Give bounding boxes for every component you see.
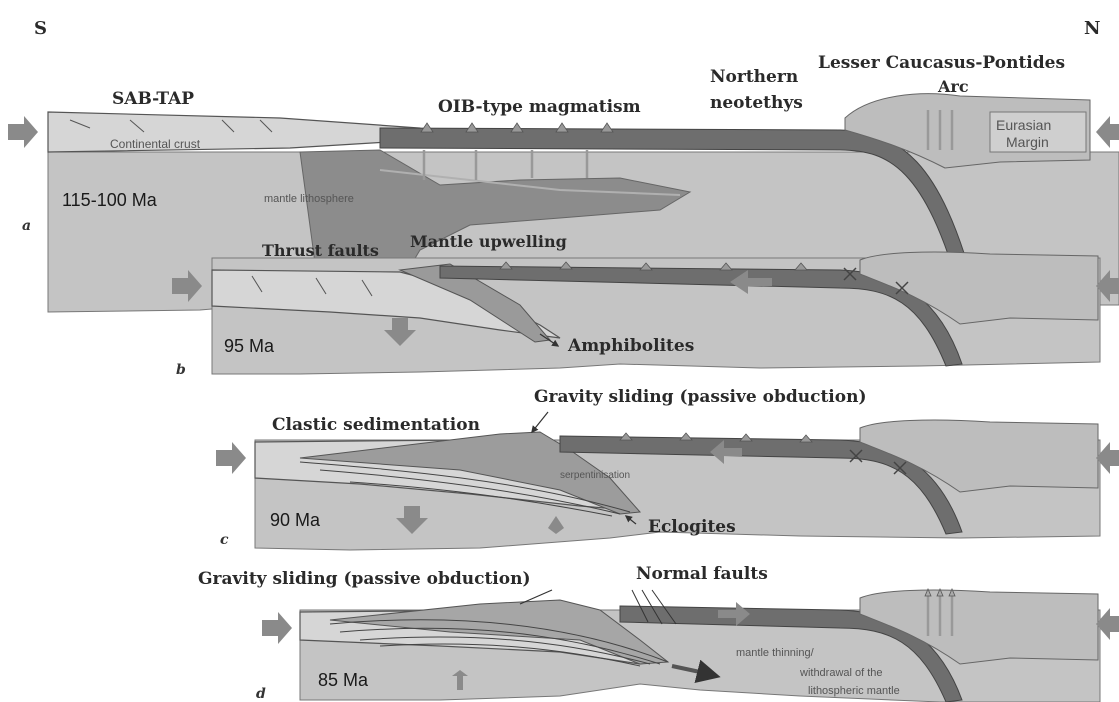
panel-a-age: 115-100 Ma — [62, 190, 158, 210]
panel-c-left-push-arrow — [216, 442, 246, 474]
eclogites-label: Eclogites — [648, 517, 736, 537]
north-label: N — [1084, 18, 1100, 39]
oib-magmatism-label: OIB-type magmatism — [438, 97, 641, 117]
gravity-sliding-pointer-c — [532, 412, 548, 432]
panel-a-letter: a — [22, 218, 31, 234]
serpentinisation-label: serpentinisation — [560, 470, 630, 481]
arc-label-line2: Arc — [937, 77, 969, 96]
gravity-sliding-label-c: Gravity sliding (passive obduction) — [534, 387, 867, 407]
continental-crust-label: Continental crust — [110, 137, 201, 151]
panel-d: Gravity sliding (passive obduction) Norm… — [198, 564, 1119, 702]
panel-c: Gravity sliding (passive obduction) Clas… — [216, 387, 1119, 550]
arc-label-line1: Lesser Caucasus-Pontides — [818, 53, 1065, 73]
panel-d-age: 85 Ma — [318, 670, 369, 690]
thrust-faults-label: Thrust faults — [262, 241, 379, 260]
panel-a-right-push-arrow — [1096, 116, 1119, 148]
south-label: S — [34, 18, 47, 39]
withdrawal-label-line2: lithospheric mantle — [808, 685, 900, 697]
panel-d-left-push-arrow — [262, 612, 292, 644]
mantle-lithosphere-label: mantle lithosphere — [264, 193, 354, 205]
panel-b-age: 95 Ma — [224, 336, 275, 356]
panel-b-letter: b — [176, 362, 186, 378]
neotethys-label: neotethys — [710, 93, 803, 113]
normal-faults-label: Normal faults — [636, 564, 768, 584]
withdrawal-label-line1: withdrawal of the — [799, 667, 883, 679]
amphibolites-label: Amphibolites — [567, 336, 694, 356]
panel-c-letter: c — [220, 532, 229, 548]
mantle-upwelling-label: Mantle upwelling — [410, 232, 567, 251]
panel-a-left-push-arrow — [8, 116, 38, 148]
sab-tap-label: SAB-TAP — [112, 89, 194, 109]
panel-d-letter: d — [256, 686, 266, 702]
panel-c-age: 90 Ma — [270, 510, 321, 530]
mantle-thinning-label: mantle thinning/ — [736, 647, 815, 659]
gravity-sliding-label-d: Gravity sliding (passive obduction) — [198, 569, 531, 589]
eurasian-label-line1: Eurasian — [996, 117, 1051, 133]
northern-label: Northern — [710, 67, 798, 87]
clastic-sedimentation-label: Clastic sedimentation — [272, 415, 480, 435]
eurasian-label-line2: Margin — [1006, 134, 1049, 150]
